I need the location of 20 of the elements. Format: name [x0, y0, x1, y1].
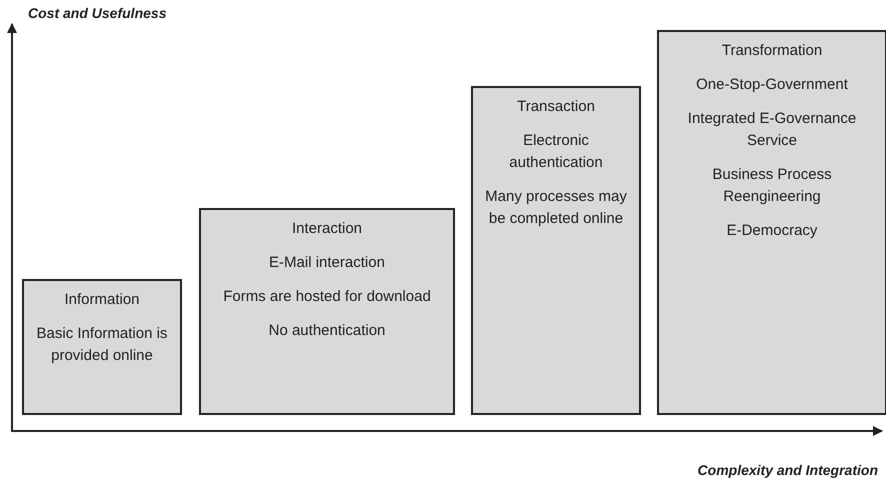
stage-heading: Information [63, 290, 141, 310]
stage-feature: One-Stop-Government [695, 75, 849, 95]
stage-feature: Forms are hosted for download [222, 287, 432, 307]
x-axis-label: Complexity and Integration [698, 462, 878, 478]
stage-feature: Electronic authentication [508, 131, 604, 173]
stage-feature: Business Process Reengineering [711, 165, 833, 207]
stage-feature: Integrated E-Governance Service [686, 109, 858, 151]
stage-box [22, 279, 182, 415]
stage-feature: E-Democracy [726, 221, 818, 241]
stage-box [471, 86, 641, 415]
stage-feature: Basic Information is provided online [36, 324, 168, 366]
stage-heading: Transaction [516, 97, 596, 117]
stage-feature: No authentication [268, 321, 386, 341]
stage-heading: Transformation [720, 41, 824, 61]
y-axis-label: Cost and Usefulness [28, 5, 166, 21]
stage-feature: E-Mail interaction [268, 253, 386, 273]
stage-heading: Interaction [290, 219, 364, 239]
stage-box [657, 30, 886, 415]
stage-feature: Many processes may be completed online [484, 187, 628, 229]
stage-box [199, 208, 455, 415]
